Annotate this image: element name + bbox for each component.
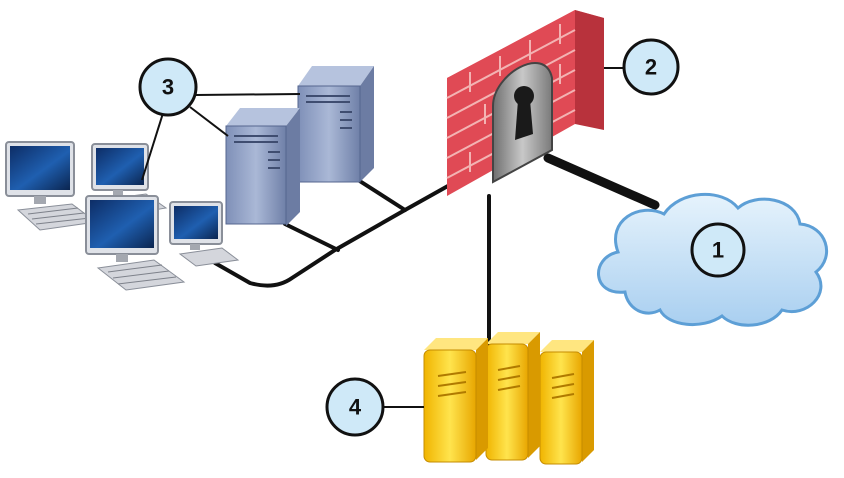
callout-4: 4 bbox=[325, 377, 385, 437]
brick-wall-keyhole-icon bbox=[446, 10, 604, 196]
callout-2: 2 bbox=[622, 38, 680, 96]
link-firewall-cloud bbox=[543, 153, 660, 210]
link-firewall-lan bbox=[403, 180, 457, 212]
callout-4-label: 4 bbox=[349, 395, 362, 420]
internal-server-back bbox=[297, 66, 374, 183]
network-links bbox=[213, 153, 660, 347]
callout-3: 3 bbox=[138, 57, 198, 117]
firewall bbox=[446, 10, 604, 196]
link-server-a bbox=[353, 176, 407, 212]
leader-3-server-front bbox=[189, 106, 229, 137]
leader-3-server-back bbox=[195, 93, 301, 96]
callout-1-label: 1 bbox=[712, 238, 724, 263]
callout-3-label: 3 bbox=[162, 75, 174, 100]
dmz-servers bbox=[423, 332, 594, 465]
lan-backbone bbox=[213, 208, 407, 288]
internal-server-front bbox=[225, 108, 300, 226]
callout-leaders bbox=[141, 67, 624, 408]
callout-2-label: 2 bbox=[645, 55, 657, 80]
leader-3-workstation bbox=[141, 109, 165, 181]
server-tower-icon bbox=[423, 338, 488, 463]
workstation-1 bbox=[5, 141, 98, 231]
server-tower-icon bbox=[539, 340, 594, 465]
workstation-3 bbox=[85, 195, 186, 291]
callout-1: 1 bbox=[690, 222, 746, 278]
server-tower-icon bbox=[485, 332, 540, 461]
link-server-b bbox=[283, 222, 340, 252]
workstation-4 bbox=[169, 201, 240, 267]
